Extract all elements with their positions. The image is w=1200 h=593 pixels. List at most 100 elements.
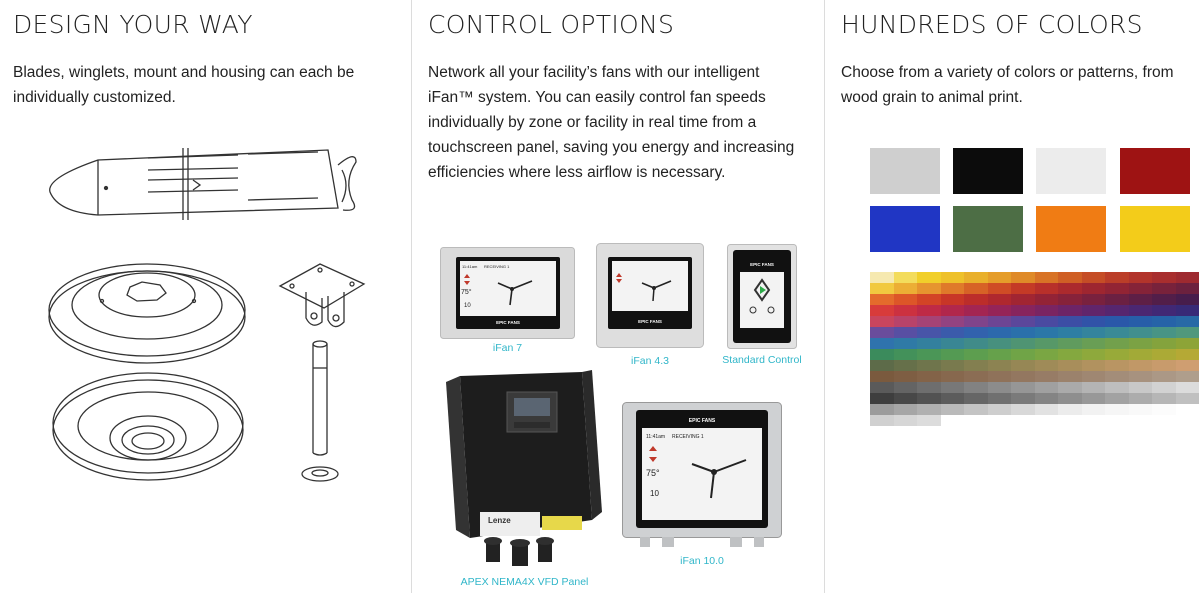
- palette-chip[interactable]: [1105, 272, 1129, 283]
- palette-chip[interactable]: [987, 272, 1011, 283]
- palette-chip[interactable]: [1175, 415, 1199, 426]
- palette-chip[interactable]: [1034, 393, 1058, 404]
- palette-chip[interactable]: [1081, 382, 1105, 393]
- palette-chip[interactable]: [1011, 283, 1035, 294]
- palette-chip[interactable]: [1105, 404, 1129, 415]
- palette-chip[interactable]: [1128, 360, 1152, 371]
- palette-chip[interactable]: [1058, 360, 1082, 371]
- palette-chip[interactable]: [1152, 305, 1176, 316]
- palette-chip[interactable]: [1058, 382, 1082, 393]
- palette-chip[interactable]: [917, 283, 941, 294]
- palette-chip[interactable]: [1128, 316, 1152, 327]
- palette-chip[interactable]: [1034, 316, 1058, 327]
- palette-chip[interactable]: [1175, 371, 1199, 382]
- palette-chip[interactable]: [1034, 349, 1058, 360]
- ifan7-product[interactable]: 11:41am RECEIVING 1 75° 10 EPIC FANS iFa…: [440, 247, 575, 354]
- palette-chip[interactable]: [1128, 338, 1152, 349]
- palette-chip[interactable]: [893, 316, 917, 327]
- palette-chip[interactable]: [870, 338, 894, 349]
- palette-chip[interactable]: [870, 393, 894, 404]
- swatch-white[interactable]: [1036, 148, 1106, 194]
- ifan43-product[interactable]: EPIC FANS iFan 4.3: [596, 243, 704, 367]
- palette-chip[interactable]: [1034, 327, 1058, 338]
- palette-chip[interactable]: [940, 371, 964, 382]
- palette-chip[interactable]: [1152, 294, 1176, 305]
- palette-chip[interactable]: [893, 360, 917, 371]
- palette-chip[interactable]: [1175, 272, 1199, 283]
- palette-chip[interactable]: [870, 360, 894, 371]
- palette-chip[interactable]: [917, 382, 941, 393]
- palette-chip[interactable]: [1011, 338, 1035, 349]
- palette-chip[interactable]: [987, 415, 1011, 426]
- palette-chip[interactable]: [940, 393, 964, 404]
- palette-chip[interactable]: [893, 294, 917, 305]
- palette-chip[interactable]: [1128, 327, 1152, 338]
- palette-chip[interactable]: [870, 327, 894, 338]
- palette-chip[interactable]: [917, 294, 941, 305]
- palette-chip[interactable]: [940, 294, 964, 305]
- palette-chip[interactable]: [1011, 371, 1035, 382]
- palette-chip[interactable]: [987, 283, 1011, 294]
- palette-chip[interactable]: [1034, 338, 1058, 349]
- palette-chip[interactable]: [1034, 360, 1058, 371]
- palette-chip[interactable]: [1034, 305, 1058, 316]
- palette-chip[interactable]: [1011, 327, 1035, 338]
- palette-chip[interactable]: [917, 305, 941, 316]
- palette-chip[interactable]: [1105, 305, 1129, 316]
- palette-chip[interactable]: [1081, 305, 1105, 316]
- palette-chip[interactable]: [870, 371, 894, 382]
- palette-chip[interactable]: [1152, 327, 1176, 338]
- palette-chip[interactable]: [940, 382, 964, 393]
- palette-chip[interactable]: [1152, 393, 1176, 404]
- palette-chip[interactable]: [940, 360, 964, 371]
- palette-chip[interactable]: [987, 338, 1011, 349]
- palette-chip[interactable]: [870, 283, 894, 294]
- palette-chip[interactable]: [1175, 294, 1199, 305]
- palette-chip[interactable]: [870, 294, 894, 305]
- palette-chip[interactable]: [964, 360, 988, 371]
- palette-chip[interactable]: [1011, 349, 1035, 360]
- palette-chip[interactable]: [1175, 327, 1199, 338]
- palette-chip[interactable]: [964, 283, 988, 294]
- palette-chip[interactable]: [964, 327, 988, 338]
- palette-chip[interactable]: [893, 338, 917, 349]
- palette-chip[interactable]: [1081, 272, 1105, 283]
- palette-chip[interactable]: [1011, 393, 1035, 404]
- palette-chip[interactable]: [940, 415, 964, 426]
- palette-chip[interactable]: [870, 382, 894, 393]
- palette-chip[interactable]: [1105, 393, 1129, 404]
- palette-chip[interactable]: [1081, 404, 1105, 415]
- palette-chip[interactable]: [940, 327, 964, 338]
- palette-chip[interactable]: [1058, 294, 1082, 305]
- palette-chip[interactable]: [987, 316, 1011, 327]
- palette-chip[interactable]: [917, 360, 941, 371]
- palette-chip[interactable]: [1152, 338, 1176, 349]
- palette-chip[interactable]: [1081, 349, 1105, 360]
- palette-chip[interactable]: [940, 349, 964, 360]
- palette-chip[interactable]: [1081, 316, 1105, 327]
- palette-chip[interactable]: [893, 393, 917, 404]
- palette-chip[interactable]: [964, 338, 988, 349]
- palette-chip[interactable]: [1175, 360, 1199, 371]
- palette-chip[interactable]: [1081, 415, 1105, 426]
- palette-chip[interactable]: [1152, 272, 1176, 283]
- palette-chip[interactable]: [917, 415, 941, 426]
- palette-chip[interactable]: [1011, 294, 1035, 305]
- palette-chip[interactable]: [1011, 272, 1035, 283]
- palette-chip[interactable]: [870, 404, 894, 415]
- swatch-blue[interactable]: [870, 206, 940, 252]
- palette-chip[interactable]: [1058, 272, 1082, 283]
- palette-chip[interactable]: [987, 305, 1011, 316]
- palette-chip[interactable]: [893, 272, 917, 283]
- palette-chip[interactable]: [1011, 305, 1035, 316]
- palette-chip[interactable]: [964, 371, 988, 382]
- palette-chip[interactable]: [964, 305, 988, 316]
- palette-chip[interactable]: [964, 393, 988, 404]
- palette-chip[interactable]: [1128, 283, 1152, 294]
- palette-chip[interactable]: [964, 415, 988, 426]
- palette-chip[interactable]: [1152, 371, 1176, 382]
- palette-chip[interactable]: [870, 415, 894, 426]
- palette-chip[interactable]: [1128, 382, 1152, 393]
- palette-chip[interactable]: [917, 272, 941, 283]
- palette-chip[interactable]: [1034, 404, 1058, 415]
